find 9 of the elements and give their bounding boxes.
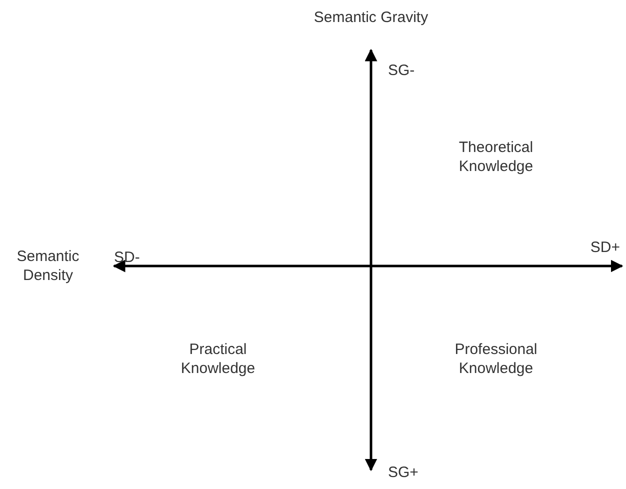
quadrant-label: Practical Knowledge: [180, 340, 256, 378]
quadrant-label: Theoretical Knowledge: [458, 138, 534, 176]
axis-end-label: SD-: [114, 248, 140, 267]
axis-end-label: SG+: [388, 463, 418, 482]
axis-end-label: SG-: [388, 61, 415, 80]
axis-title: Semantic Gravity: [314, 8, 428, 27]
axis-end-label: SD+: [590, 238, 620, 257]
quadrant-label: Professional Knowledge: [454, 340, 538, 378]
axis-title: Semantic Density: [16, 247, 80, 285]
